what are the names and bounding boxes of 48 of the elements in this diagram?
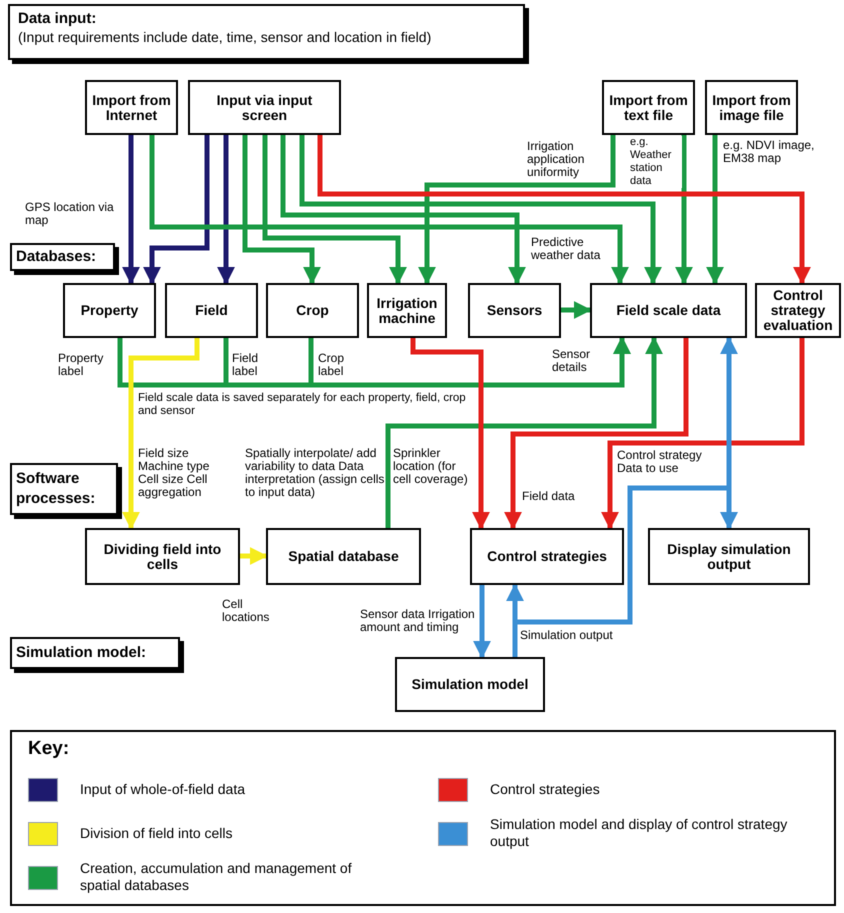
process-box: Spatial database: [266, 528, 421, 585]
process-box: Field scale data: [590, 283, 747, 338]
connector-arrow: [504, 338, 688, 530]
legend-text: Simulation model and display of control strategy output: [490, 816, 788, 850]
connector-arrow: [262, 135, 407, 285]
process-box: Display simulation output: [648, 528, 810, 585]
process-box: Control strategy evaluation: [755, 283, 841, 338]
legend-text: Division of field into cells: [80, 825, 234, 842]
connector-arrow: [300, 135, 662, 285]
edge-label: Sprinkler location (for cell coverage): [393, 447, 469, 486]
process-box: Import from text file: [602, 80, 695, 135]
process-box: Import from image file: [705, 80, 798, 135]
process-box: Field: [165, 283, 258, 338]
edge-label: Sensor data Irrigation amount and timing: [360, 608, 476, 634]
connector-arrow: [561, 301, 592, 319]
legend-heading: Key:: [28, 738, 70, 760]
process-box: Import from Internet: [85, 80, 178, 135]
connector-arrow: [418, 135, 616, 285]
connector-arrow: [143, 135, 210, 285]
connector-arrow: [318, 135, 811, 285]
process-box: Dividing field into cells: [85, 528, 240, 585]
connector-arrow: [675, 135, 693, 285]
process-box: Sensors: [468, 283, 561, 338]
connector-arrow: [473, 585, 491, 659]
connector-arrow: [242, 135, 321, 285]
process-box: Property: [63, 283, 156, 338]
legend-text: Creation, accumulation and management of spatial databases: [80, 860, 353, 894]
edge-label: e.g. Weather station data: [630, 136, 682, 188]
note-text: Spatially interpolate/ add variability to data Data interpretation (assign cells to input data): [245, 447, 385, 499]
panel-text: (Input requirements include date, time, sensor and location in field): [18, 28, 432, 46]
connector-arrow: [601, 338, 804, 530]
connector-arrow: [240, 547, 268, 565]
connector-arrow: [150, 135, 629, 285]
process-box: Irrigation machine: [367, 283, 447, 338]
connector-arrow: [706, 135, 724, 285]
legend-text: Input of whole-of-field data: [80, 781, 246, 798]
connector-arrow: [217, 135, 235, 285]
connector-arrow: [280, 135, 526, 285]
connector-arrow: [122, 135, 140, 285]
process-box: Crop: [266, 283, 359, 338]
connector-arrow: [386, 336, 663, 528]
connector-arrow: [410, 338, 490, 530]
panel-heading: Data input:: [18, 10, 98, 28]
process-box: Input via input screen: [188, 80, 341, 135]
legend-text: Control strategies: [490, 781, 601, 798]
connector-arrow: [122, 338, 200, 530]
process-box: Simulation model: [395, 657, 545, 712]
process-box: Control strategies: [470, 528, 624, 585]
